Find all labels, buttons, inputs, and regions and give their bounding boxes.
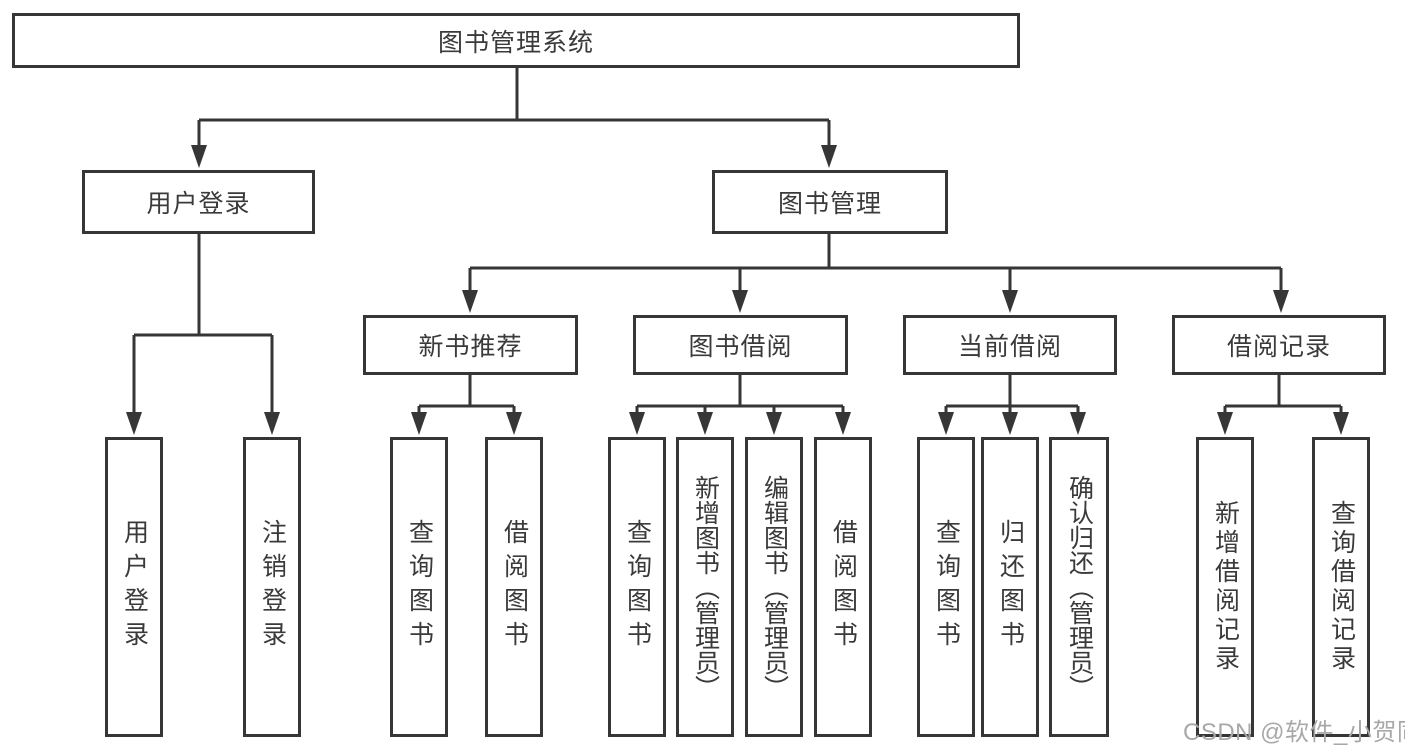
node-label: 查询图书 [623, 519, 652, 655]
node-root-system: 图书管理系统 [12, 13, 1020, 68]
csdn-watermark: CSDN @软件_小贺同学 [1183, 719, 1405, 746]
node-book-borrowing: 图书借阅 [633, 315, 848, 375]
node-label: 查询图书 [932, 519, 961, 655]
node-label: 借阅记录 [1226, 333, 1331, 361]
node-label: 图书管理 [777, 190, 882, 218]
leaf-newbook-query-books: 查询图书 [390, 437, 448, 737]
leaf-records-add-borrow-record: 新增借阅记录 [1196, 437, 1254, 737]
leaf-borrow-borrow-books: 借阅图书 [814, 437, 872, 737]
node-label: 查询借阅记录 [1327, 500, 1356, 674]
leaf-borrow-query-books: 查询图书 [608, 437, 666, 737]
node-label: 图书借阅 [688, 333, 793, 361]
leaf-newbook-borrow-books: 借阅图书 [485, 437, 543, 737]
leaf-user-login: 用户登录 [105, 437, 163, 737]
node-label: 注销登录 [258, 519, 287, 655]
node-label: 新增图书（管理员） [691, 474, 720, 700]
node-label: 当前借阅 [957, 333, 1062, 361]
node-label: 编辑图书（管理员） [760, 474, 789, 700]
node-label: 查询图书 [405, 519, 434, 655]
leaf-borrow-edit-books-admin: 编辑图书（管理员） [745, 437, 803, 737]
node-current-borrowing: 当前借阅 [903, 315, 1117, 375]
node-book-management: 图书管理 [712, 170, 948, 234]
node-label: 新书推荐 [418, 333, 523, 361]
leaf-current-query-books: 查询图书 [917, 437, 975, 737]
node-label: 图书管理系统 [437, 28, 594, 57]
node-user-login: 用户登录 [82, 170, 315, 234]
leaf-records-query-borrow-record: 查询借阅记录 [1312, 437, 1370, 737]
leaf-logout: 注销登录 [243, 437, 301, 737]
node-label: 借阅图书 [829, 519, 858, 655]
node-label: 用户登录 [120, 519, 149, 655]
node-label: 归还图书 [996, 519, 1025, 655]
node-borrow-records: 借阅记录 [1172, 315, 1386, 375]
node-label: 确认归还（管理员） [1065, 474, 1094, 700]
node-label: 借阅图书 [500, 519, 529, 655]
node-label: 用户登录 [146, 190, 251, 218]
leaf-borrow-add-books-admin: 新增图书（管理员） [676, 437, 734, 737]
leaf-current-confirm-return-admin: 确认归还（管理员） [1049, 437, 1109, 737]
node-new-book-recommend: 新书推荐 [363, 315, 578, 375]
leaf-current-return-books: 归还图书 [981, 437, 1039, 737]
node-label: 新增借阅记录 [1211, 500, 1240, 674]
